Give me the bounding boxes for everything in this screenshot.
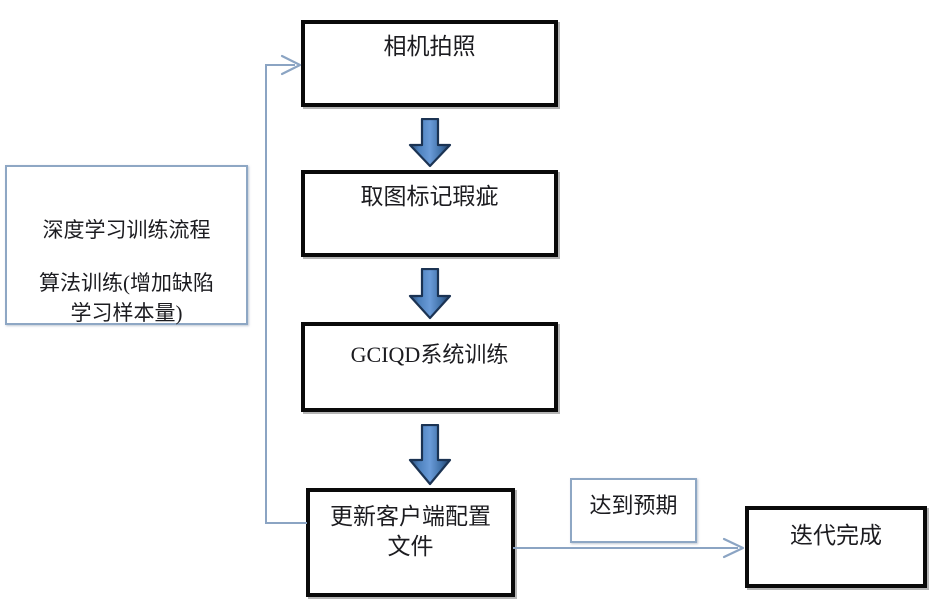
- node-update[interactable]: 更新客户端配置 文件: [306, 488, 515, 597]
- feedback-line-top: [265, 64, 295, 66]
- side-panel-text: 深度学习训练流程 算法训练(增加缺陷 学习样本量): [7, 185, 246, 359]
- block-arrow-camera-to-mark: [408, 118, 452, 168]
- block-arrow-mark-to-train: [408, 268, 452, 320]
- node-expected-label: 达到预期: [589, 493, 678, 518]
- node-mark-label: 取图标记瑕疵: [360, 184, 499, 209]
- node-camera[interactable]: 相机拍照: [301, 20, 558, 107]
- node-expected[interactable]: 达到预期: [570, 478, 697, 543]
- node-update-label: 更新客户端配置 文件: [330, 504, 491, 560]
- node-done-label: 迭代完成: [790, 523, 882, 548]
- feedback-line-vertical: [265, 64, 267, 523]
- side-panel-detail: 算法训练(增加缺陷 学习样本量): [39, 270, 214, 326]
- edge-update-to-done-arrowhead: [722, 537, 746, 559]
- node-camera-label: 相机拍照: [383, 34, 476, 59]
- side-panel-heading: 深度学习训练流程: [42, 218, 211, 243]
- side-panel: 深度学习训练流程 算法训练(增加缺陷 学习样本量): [5, 165, 248, 325]
- node-done[interactable]: 迭代完成: [745, 506, 927, 588]
- node-train[interactable]: GCIQD系统训练: [301, 322, 558, 412]
- node-mark[interactable]: 取图标记瑕疵: [301, 170, 558, 257]
- feedback-line-bottom: [265, 522, 307, 524]
- block-arrow-train-to-update: [408, 424, 452, 486]
- edge-update-to-done: [513, 547, 738, 549]
- node-train-label: GCIQD系统训练: [350, 342, 509, 367]
- feedback-arrowhead: [280, 54, 303, 76]
